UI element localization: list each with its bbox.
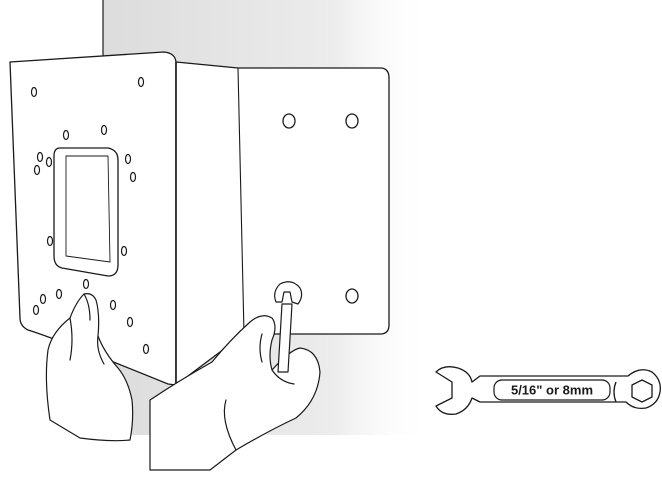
bracket-left-face (9, 51, 177, 386)
wrench-in-hand (274, 281, 303, 373)
wrench-callout: 5/16" or 8mm (435, 366, 661, 415)
wrench-size-label: 5/16" or 8mm (511, 383, 593, 398)
bracket-holes-left (30, 76, 150, 355)
wrench-size-label-box (493, 379, 611, 401)
right-hand (149, 315, 321, 471)
left-hand (45, 293, 134, 442)
bracket-right-face (175, 61, 390, 386)
bracket-holes-right (282, 113, 359, 304)
